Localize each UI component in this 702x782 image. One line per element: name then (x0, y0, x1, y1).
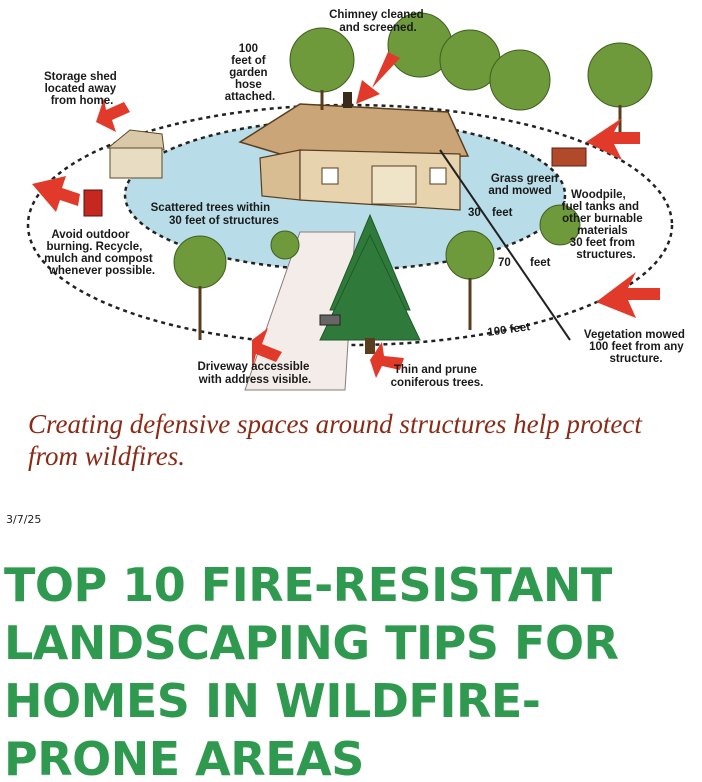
label-driveway: Driveway accessible with address visible… (197, 361, 312, 386)
defensible-space-diagram: Chimney cleaned and screened. 100 feet o… (0, 0, 702, 392)
post-title-line: PRONE AREAS (4, 730, 702, 782)
post-title-line: TOP 10 FIRE-RESISTANT (4, 556, 702, 614)
label-chimney: Chimney cleaned and screened. (329, 9, 427, 34)
label-vegetation: Vegetation mowed 100 feet from any struc… (584, 329, 688, 365)
post-title-line: LANDSCAPING TIPS FOR (4, 614, 702, 672)
post-date: 3/7/25 (6, 513, 41, 526)
defensible-space-illustration: Chimney cleaned and screened. 100 feet o… (0, 0, 702, 392)
label-scattered-trees: Scattered trees within 30 feet of struct… (151, 202, 279, 227)
post-title: TOP 10 FIRE-RESISTANT LANDSCAPING TIPS F… (4, 556, 702, 782)
storage-shed-icon (108, 130, 164, 178)
image-caption: Creating defensive spaces around structu… (28, 408, 668, 472)
woodpile-icon (552, 148, 586, 166)
burn-barrel-icon (84, 190, 102, 216)
mailbox-icon (320, 315, 340, 325)
label-grass: Grass green and mowed (488, 173, 561, 197)
label-thin-prune: Thin and prune coniferous trees. (391, 364, 484, 389)
label-hose: 100 feet of garden hose attached. (225, 43, 276, 103)
post-title-line: HOMES IN WILDFIRE- (4, 672, 702, 730)
label-shed: Storage shed located away from home. (44, 71, 120, 107)
